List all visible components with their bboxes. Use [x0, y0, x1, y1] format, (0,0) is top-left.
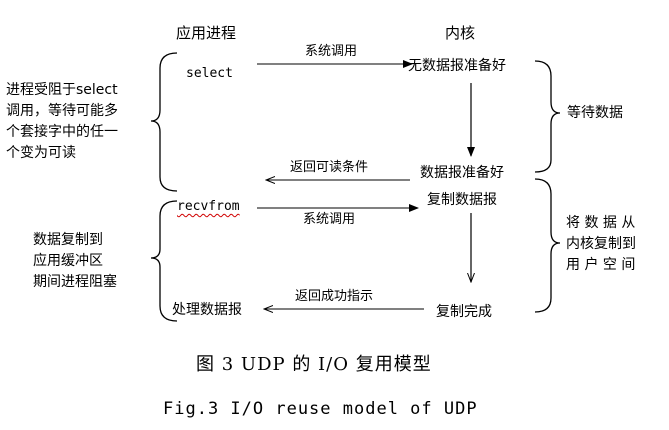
left-brace-copy [150, 200, 178, 322]
select-call-label: select [186, 66, 233, 81]
left-brace-select [150, 52, 178, 192]
note-line: 数据复制到 [33, 232, 103, 248]
note-line: 个变为可读 [6, 145, 76, 161]
kernel-no-datagram-ready: 无数据报准备好 [408, 58, 506, 74]
kernel-datagram-ready: 数据报准备好 [420, 165, 504, 181]
right-brace-copy [534, 178, 561, 313]
return-readable-label: 返回可读条件 [290, 160, 369, 175]
note-line: 用 户 空 间 [566, 257, 636, 273]
note-copy-to-user: 将 数 据 从 内核复制到 用 户 空 间 [566, 213, 636, 276]
note-line: 内核复制到 [566, 236, 636, 252]
right-brace-wait [534, 60, 561, 173]
syscall-2-label: 系统调用 [303, 212, 356, 227]
figure-caption-english: Fig.3 I/O reuse model of UDP [163, 399, 478, 419]
note-line: 调用，等待可能多 [6, 103, 118, 119]
note-line: 进程受阻于select [6, 82, 118, 98]
note-line: 将 数 据 从 [566, 215, 636, 231]
figure-caption-chinese: 图 3 UDP 的 I/O 复用模型 [196, 354, 432, 375]
note-line: 个套接字中的任一 [6, 124, 118, 140]
header-kernel: 内核 [445, 24, 476, 42]
recvfrom-call-label: recvfrom [177, 199, 240, 214]
kernel-copy-complete: 复制完成 [436, 304, 492, 320]
syscall-1-label: 系统调用 [305, 44, 358, 59]
note-line: 期间进程阻塞 [33, 274, 117, 290]
note-line: 应用缓冲区 [33, 253, 103, 269]
note-blocked-on-select: 进程受阻于select 调用，等待可能多 个套接字中的任一 个变为可读 [6, 80, 118, 164]
note-wait-for-data: 等待数据 [567, 105, 623, 121]
kernel-copy-datagram: 复制数据报 [427, 192, 497, 208]
note-blocked-during-copy: 数据复制到 应用缓冲区 期间进程阻塞 [33, 230, 117, 293]
return-success-label: 返回成功指示 [295, 289, 374, 304]
process-datagram-label: 处理数据报 [172, 302, 242, 318]
header-app-process: 应用进程 [176, 24, 237, 42]
